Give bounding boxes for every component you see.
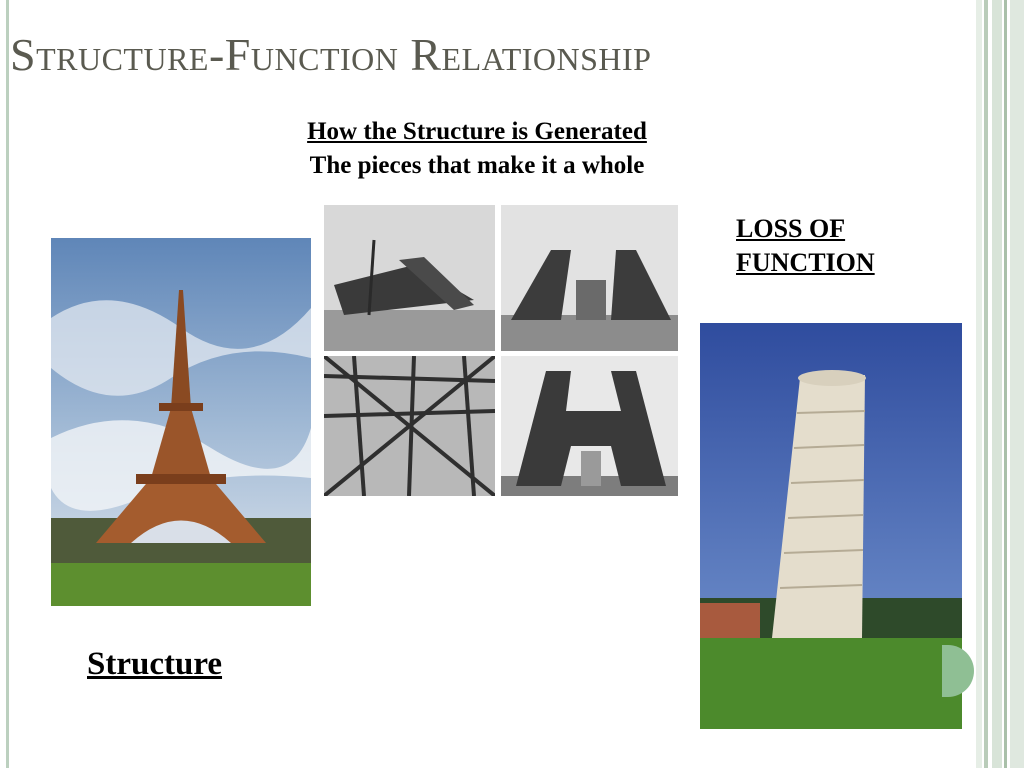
subheading-structure-generated: How the Structure is Generated (307, 118, 647, 145)
construction-photo-3 (324, 356, 495, 496)
construction-photo-4 (501, 356, 678, 496)
leaning-tower-of-pisa-photo (700, 323, 962, 729)
decorative-green-circle (942, 645, 974, 697)
left-border-rule (6, 0, 9, 768)
subheading-pieces-whole: The pieces that make it a whole (309, 152, 645, 179)
right-decorative-stripes (976, 0, 1024, 768)
construction-photo-2 (501, 205, 678, 351)
slide-title: Structure-Function Relationship (10, 29, 652, 80)
structure-label: Structure (87, 646, 223, 682)
construction-photo-1 (324, 205, 495, 351)
eiffel-tower-photo (51, 238, 311, 606)
loss-of-function-label: LOSS OF FUNCTION (736, 214, 875, 277)
